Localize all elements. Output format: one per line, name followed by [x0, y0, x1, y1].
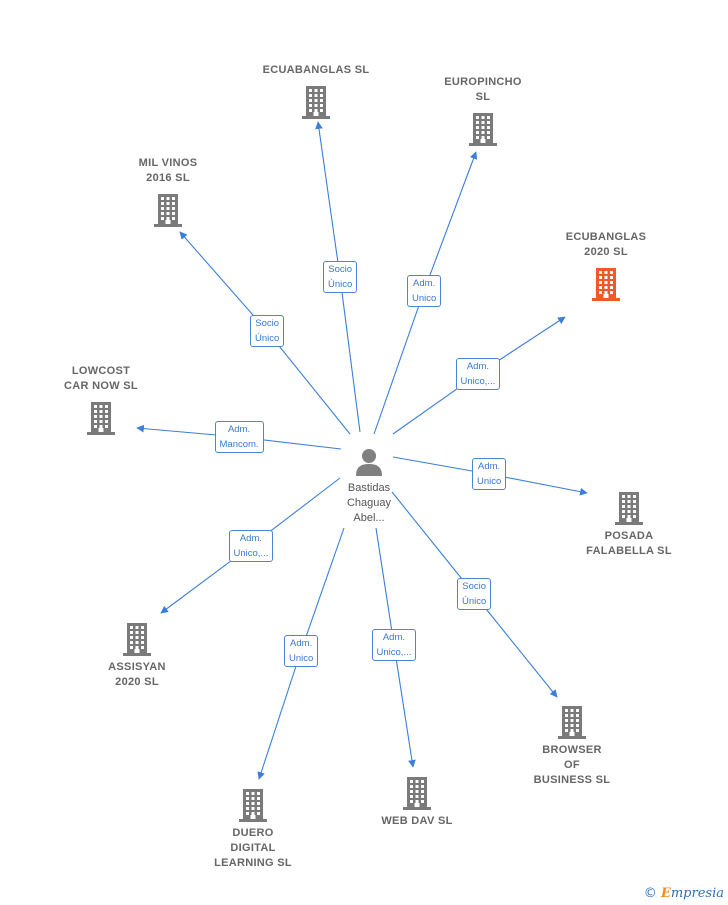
company-node-europincho[interactable]: EUROPINCHO SL: [433, 75, 533, 105]
relation-label-browser[interactable]: Socio Único: [457, 578, 492, 610]
company-name[interactable]: LOWCOST CAR NOW SL: [64, 365, 138, 392]
relation-label-lowcost[interactable]: Adm. Mancom.: [214, 421, 264, 453]
relation-label-duero[interactable]: Adm. Unico: [284, 635, 319, 667]
building-icon-assisyan[interactable]: [123, 623, 151, 656]
company-name[interactable]: ECUBANGLAS 2020 SL: [565, 231, 647, 258]
relation-label-assisyan[interactable]: Adm. Unico,...: [228, 530, 274, 562]
copyright-icon: ©: [643, 886, 657, 901]
company-name[interactable]: ECUABANGLAS SL: [262, 64, 370, 76]
person-node[interactable]: Bastidas Chaguay Abel...: [319, 481, 419, 526]
company-name[interactable]: MIL VINOS 2016 SL: [138, 157, 198, 184]
building-icon-duero[interactable]: [239, 789, 267, 822]
company-node-assisyan[interactable]: ASSISYAN 2020 SL: [87, 660, 187, 690]
company-name[interactable]: POSADA FALABELLA SL: [586, 530, 672, 557]
company-name[interactable]: WEB DAV SL: [381, 815, 453, 827]
relation-label-europincho[interactable]: Adm. Unico: [407, 275, 442, 307]
building-icon-ecubanglas2020[interactable]: [592, 268, 620, 301]
relation-label-webdav[interactable]: Adm. Unico,...: [371, 629, 417, 661]
building-icon-posada[interactable]: [615, 492, 643, 525]
company-node-posada[interactable]: POSADA FALABELLA SL: [574, 529, 684, 559]
building-icon-webdav[interactable]: [403, 777, 431, 810]
company-node-lowcost[interactable]: LOWCOST CAR NOW SL: [46, 364, 156, 394]
company-node-duero[interactable]: DUERO DIGITAL LEARNING SL: [198, 826, 308, 871]
company-name[interactable]: EUROPINCHO SL: [444, 76, 522, 103]
relation-label-milvinos[interactable]: Socio Único: [250, 315, 285, 347]
building-icon-milvinos[interactable]: [154, 194, 182, 227]
company-node-milvinos[interactable]: MIL VINOS 2016 SL: [118, 156, 218, 186]
building-icon-europincho[interactable]: [469, 113, 497, 146]
brand-initial: E: [660, 886, 671, 901]
company-node-ecubanglas2020[interactable]: ECUBANGLAS 2020 SL: [551, 230, 661, 260]
empresia-brand[interactable]: © Empresia: [644, 886, 724, 901]
relation-label-posada[interactable]: Adm. Unico: [472, 458, 507, 490]
building-icon-browser[interactable]: [558, 706, 586, 739]
relation-label-ecuabanglas[interactable]: Socio Único: [323, 261, 358, 293]
building-icon-lowcost[interactable]: [87, 402, 115, 435]
company-name[interactable]: BROWSER OF BUSINESS SL: [533, 744, 611, 786]
company-node-ecuabanglas[interactable]: ECUABANGLAS SL: [256, 63, 376, 78]
person-icon[interactable]: [356, 449, 382, 476]
company-name[interactable]: DUERO DIGITAL LEARNING SL: [214, 827, 292, 869]
building-icon-ecuabanglas[interactable]: [302, 86, 330, 119]
company-name[interactable]: ASSISYAN 2020 SL: [108, 661, 166, 688]
company-node-webdav[interactable]: WEB DAV SL: [362, 814, 472, 829]
company-node-browser[interactable]: BROWSER OF BUSINESS SL: [517, 743, 627, 788]
brand-name: mpresia: [670, 886, 724, 901]
relation-label-ecubanglas2020[interactable]: Adm. Unico,...: [455, 358, 501, 390]
person-name[interactable]: Bastidas Chaguay Abel...: [346, 482, 392, 524]
